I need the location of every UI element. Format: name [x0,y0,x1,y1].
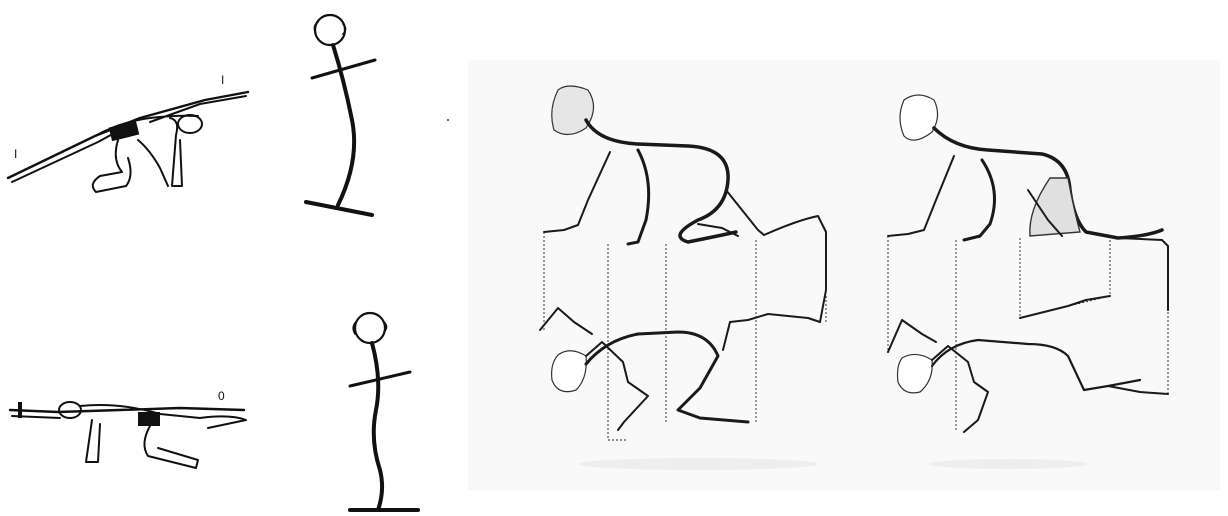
waistband [109,121,140,141]
projection-guides-right [888,236,1168,432]
head-icon [900,95,938,140]
head-icon [552,86,594,135]
marker-right-a: I [221,73,224,87]
exercise-sketch-canvas: I I 0 [0,0,460,516]
posture-diagram-canvas [468,60,1220,490]
marker-left-a: I [14,147,17,161]
spine-figure-a [306,15,375,215]
head-icon [315,15,345,45]
posture-comparison-diagram [468,60,1220,490]
exercise-a-figure: I I [8,73,248,192]
figure-left-skeleton [540,86,826,430]
exercise-illustrations: I I 0 [0,0,460,516]
figure-right-skeleton [888,95,1168,432]
waistband [138,412,160,426]
marker-right-b: 0 [218,389,225,403]
exercise-b-figure: 0 [10,389,246,468]
projection-guides-left [544,232,826,440]
spine-figure-b [350,313,418,510]
head-icon [355,313,385,343]
head-icon [552,351,587,392]
head-icon [898,354,933,392]
